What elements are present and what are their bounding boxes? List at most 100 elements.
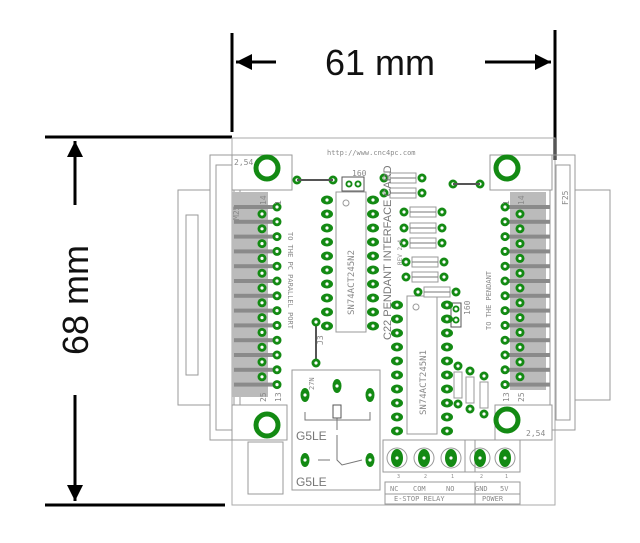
- terminal-no: NO: [446, 485, 454, 493]
- connector-trace: [234, 293, 277, 298]
- connector-trace: [234, 219, 277, 224]
- terminal-screw-drill: [449, 456, 453, 460]
- ic1-pad-drill: [325, 324, 329, 328]
- terminal-ring: [469, 447, 491, 469]
- connector-trace: [234, 367, 277, 372]
- terminal-5v: 5V: [500, 485, 509, 493]
- ic1-pad-drill: [371, 226, 375, 230]
- right-connector-pin-drill: [518, 345, 522, 349]
- left-connector-pin-drill: [260, 360, 264, 364]
- terminal-screw-drill: [395, 456, 399, 460]
- terminal-ring: [386, 447, 408, 469]
- right-connector-pin-drill: [518, 242, 522, 246]
- ic1-pad-drill: [371, 240, 375, 244]
- ic2-pad-drill: [395, 345, 399, 349]
- ic1-pad-drill: [371, 310, 375, 314]
- ic1-pad-drill: [325, 198, 329, 202]
- resistor-pad-drill: [440, 226, 444, 230]
- connector-trace: [234, 264, 277, 269]
- relay-pad-drill: [368, 393, 372, 397]
- resistor-160-pad-drill: [356, 182, 360, 186]
- resistor-pad-drill: [416, 290, 420, 294]
- connector-trace: [234, 249, 277, 254]
- connector-trace: [505, 338, 550, 343]
- ic2-pad-drill: [395, 415, 399, 419]
- connector-trace: [505, 323, 550, 328]
- left-connector-pin-drill: [275, 383, 279, 387]
- left-connector-pin-drill: [275, 249, 279, 253]
- resistor: [453, 371, 463, 399]
- connector-trace: [505, 249, 550, 254]
- right-connector-pin-drill: [518, 375, 522, 379]
- left-connector-pin-drill: [275, 220, 279, 224]
- jumper-label: J3: [316, 335, 325, 345]
- ic2-pad-drill: [445, 373, 449, 377]
- resistor-160-pad-drill: [454, 318, 458, 322]
- small-component-outline: [247, 441, 284, 495]
- terminal-num: 1: [505, 474, 508, 480]
- resistor-pad-drill: [402, 226, 406, 230]
- resistor-pad-drill: [404, 260, 408, 264]
- left-connector-pin-drill: [275, 309, 279, 313]
- terminal-ring: [440, 447, 462, 469]
- left-connector-caption: TO THE PC PARALLEL PORT: [286, 232, 294, 330]
- terminal-block-outline: [382, 439, 521, 505]
- ic1-pad-drill: [325, 254, 329, 258]
- connector-trace: [505, 234, 550, 239]
- right-connector-caption: TO THE PENDANT: [485, 270, 493, 330]
- left-connector-pin-drill: [275, 353, 279, 357]
- left-connector-pin-drill: [275, 323, 279, 327]
- height-label: 68 mm: [55, 245, 96, 355]
- ic2-pad-drill: [395, 359, 399, 363]
- left-connector-pin-drill: [260, 256, 264, 260]
- left-connector-pin-drill: [260, 212, 264, 216]
- resistor-160-pad-drill: [347, 182, 351, 186]
- left-connector-pin-drill: [260, 271, 264, 275]
- resistor-pad-drill: [420, 191, 424, 195]
- resistor-label: 160: [352, 169, 367, 178]
- ic2-pad-drill: [395, 401, 399, 405]
- right-connector-pin-drill: [503, 205, 507, 209]
- left-connector-pin-drill: [260, 330, 264, 334]
- ic2-pad-drill: [445, 331, 449, 335]
- left-pin-label-25: 25: [259, 392, 268, 402]
- ic1-label: SN74ACT245N2: [347, 250, 357, 315]
- board-title: C22 PENDANT INTERFACE CARD: [382, 165, 394, 340]
- left-pin-label-14: 14: [259, 195, 268, 205]
- ic2-pad-drill: [445, 359, 449, 363]
- ic2-label: SN74ACT245N1: [419, 350, 429, 415]
- terminal-screw-drill: [503, 456, 507, 460]
- ic2-pad-drill: [445, 345, 449, 349]
- ic2-pad-drill: [445, 415, 449, 419]
- left-connector-name: M25: [232, 205, 241, 220]
- right-connector-pin-drill: [503, 294, 507, 298]
- ic1-pad-drill: [371, 324, 375, 328]
- connector-trace: [234, 353, 277, 357]
- right-connector-pin-drill: [503, 338, 507, 342]
- connector-trace: [505, 308, 550, 313]
- right-connector-pin-drill: [503, 368, 507, 372]
- connector-trace: [234, 279, 277, 283]
- left-pin-label-13: 13: [274, 392, 283, 402]
- ic2-pin1-mark: [412, 303, 420, 311]
- left-connector-pin-drill: [260, 286, 264, 290]
- terminal-num: 1: [451, 474, 454, 480]
- resistor: [465, 376, 475, 404]
- resistor-pad-drill: [420, 176, 424, 180]
- ic2-pad-drill: [445, 317, 449, 321]
- hole-spacing-bottom: 2,54: [526, 429, 545, 438]
- right-connector-pin-drill: [518, 227, 522, 231]
- terminal-num: 2: [480, 474, 483, 480]
- connector-trace: [234, 338, 277, 343]
- ic1-pin1-mark: [342, 199, 350, 207]
- right-connector-pin-drill: [503, 264, 507, 268]
- ic1-pad-drill: [371, 254, 375, 258]
- connector-trace: [505, 293, 550, 298]
- connector-trace: [234, 234, 277, 239]
- right-connector-pin-drill: [518, 330, 522, 334]
- terminal-ring: [413, 447, 435, 469]
- mounting-hole: [493, 406, 521, 434]
- connector-trace: [234, 308, 277, 313]
- board-revision: REV 2.4: [397, 239, 404, 265]
